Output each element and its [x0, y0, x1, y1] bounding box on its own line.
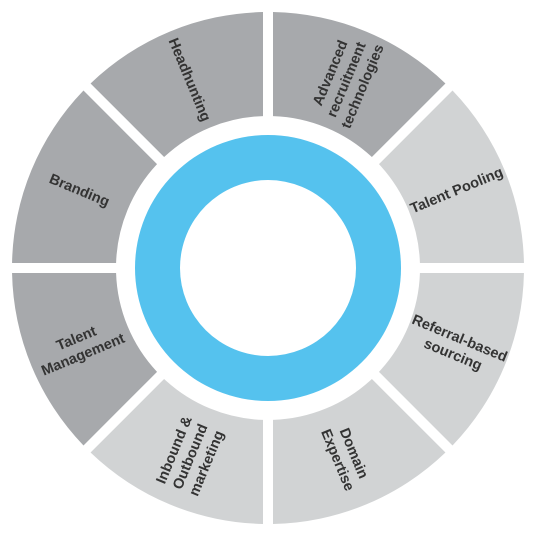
segment-3: DomainExpertise [273, 378, 446, 524]
segment-shape [378, 90, 524, 263]
center-hole [180, 180, 356, 356]
segment-5: TalentManagement [12, 273, 158, 446]
segment-4: Inbound &Outboundmarketing [90, 378, 263, 524]
segment-shape [90, 378, 263, 524]
segment-1: Talent Pooling [378, 90, 524, 263]
segment-6: Branding [12, 90, 158, 263]
segment-shape [378, 273, 524, 446]
segment-shape [12, 273, 158, 446]
segment-2: Referral-basedsourcing [378, 273, 524, 446]
segment-shape [90, 12, 263, 158]
segment-0: Advancedrecruitmenttechnologies [273, 12, 446, 158]
segment-7: Headhunting [90, 12, 263, 158]
segment-shape [273, 12, 446, 158]
segment-shape [273, 378, 446, 524]
segment-shape [12, 90, 158, 263]
